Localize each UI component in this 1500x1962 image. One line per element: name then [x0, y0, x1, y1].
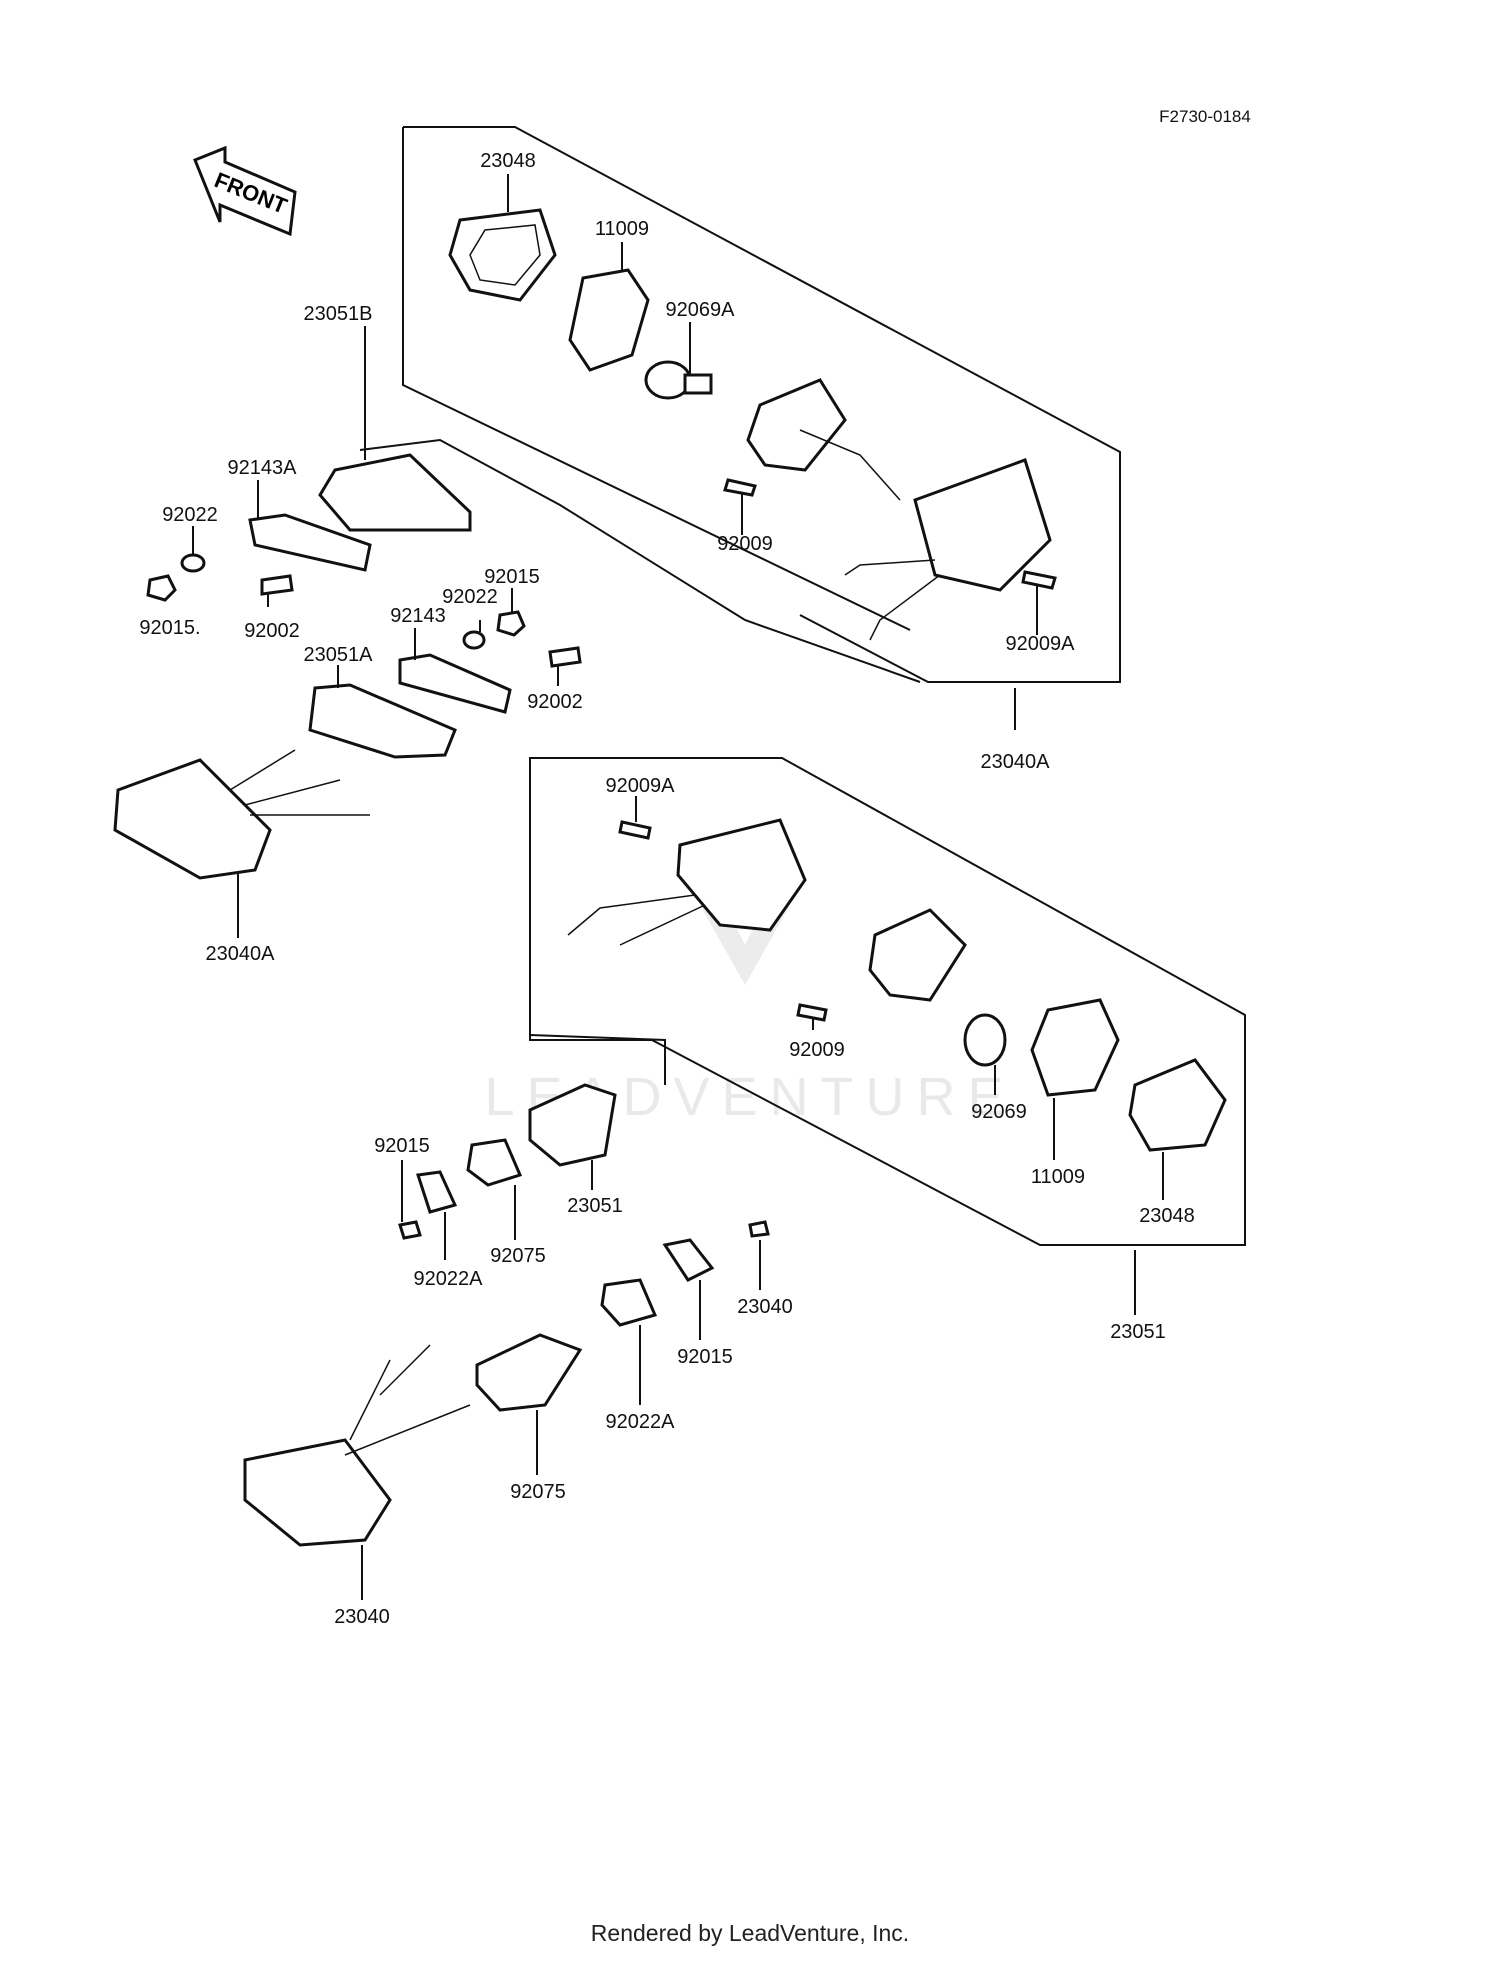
nut-92015-lower-right: [748, 1220, 770, 1238]
label-23048-upper: 23048: [480, 150, 536, 172]
bulb-92069-lower: [963, 1013, 1007, 1067]
assembly-box-23040A: [403, 126, 1121, 683]
socket-upper: [746, 378, 901, 501]
housing-23040A-left: [113, 749, 370, 880]
label-92015-mid: 92015: [484, 566, 540, 588]
screw-92009-lower: [796, 1003, 828, 1022]
label-23040A-upper: 23040A: [981, 751, 1051, 773]
label-92009-upper: 92009: [717, 533, 773, 555]
label-92075-left: 92075: [490, 1245, 546, 1267]
label-92069: 92069: [971, 1101, 1027, 1123]
label-92002-mid: 92002: [527, 691, 583, 713]
label-92075-right: 92022A: [606, 1411, 676, 1433]
plate-92022A-right: [662, 1238, 715, 1282]
plate-92143: [398, 653, 512, 714]
grommet-92075-right: [600, 1278, 658, 1327]
bracket-23051B: [318, 453, 472, 532]
bolt-92002-mid: [548, 646, 582, 668]
label-23051-lower: 92075: [510, 1481, 566, 1503]
label-92143A: 92143A: [228, 457, 298, 479]
housing-23040A-upper: [844, 458, 1052, 641]
lens-23048-lower: [1128, 1058, 1227, 1152]
gasket-11009-lower: [1030, 998, 1120, 1097]
nut-92015-mid: [496, 610, 526, 637]
bracket-23051-upper: [528, 1083, 617, 1167]
nut-92015-lower-left: [398, 1220, 422, 1240]
label-92002-left: 92002: [244, 620, 300, 642]
label-23048-lower: 23048: [1139, 1205, 1195, 1227]
housing-23040-lower-left: [243, 1344, 471, 1547]
label-92069A: 92069A: [666, 299, 736, 321]
label-92015-lower-right: 23040: [737, 1296, 793, 1318]
label-92015-left: 92015.: [139, 617, 200, 639]
screw-92009A-lower: [618, 820, 652, 840]
label-23051A: 23051A: [304, 644, 374, 666]
assembly-box-23040: [529, 757, 1246, 1246]
label-92022A-right: 92015: [677, 1346, 733, 1368]
label-23051B: 23051B: [304, 303, 373, 325]
label-23040A-left: 23040A: [206, 943, 276, 965]
label-23040-right: 23051: [1110, 1321, 1166, 1343]
footer-credit: Rendered by LeadVenture, Inc.: [590, 1920, 910, 1946]
label-92009A-lower: 92009A: [606, 775, 676, 797]
label-11009-lower: 11009: [1031, 1166, 1085, 1188]
label-92015-lower-left: 92015: [374, 1135, 430, 1157]
label-92009A-upper: 92009A: [1006, 633, 1076, 655]
callouts: 23048 11009 92069A 23051B 92143A 92022 9…: [139, 150, 1194, 1628]
label-23051-upper: 23051: [567, 1195, 623, 1217]
label-23040-left: 23040: [334, 1606, 390, 1628]
gasket-11009-upper: [568, 268, 650, 372]
bolt-92002-left: [260, 574, 294, 596]
label-92022-mid: 92022: [442, 586, 498, 608]
label-11009-upper: 11009: [595, 218, 649, 240]
washer-92022: [180, 553, 206, 573]
plate-92022A-left: [416, 1170, 458, 1214]
socket-lower: [868, 908, 967, 1002]
grommet-92075-left: [466, 1138, 523, 1187]
bracket-23051A: [308, 683, 457, 759]
diagram-code: F2730-0184: [1159, 107, 1251, 126]
nut-92015-left: [146, 574, 177, 602]
plate-92143A: [248, 513, 372, 572]
washer-92022-mid: [462, 630, 486, 650]
housing-23040-lower: [567, 818, 807, 946]
front-arrow-icon: FRONT: [193, 145, 297, 237]
label-92009-lower: 92009: [789, 1039, 845, 1061]
leader-lines: [192, 174, 1164, 1600]
bracket-23051-lower: [475, 1333, 583, 1412]
label-92022A-left: 92022A: [414, 1268, 484, 1290]
label-92143: 92143: [390, 605, 446, 627]
bulb-92069A-upper: [644, 360, 713, 400]
label-92022-left: 92022: [162, 504, 218, 526]
lens-23048-upper: [448, 208, 557, 302]
screw-92009A-upper: [1021, 570, 1057, 590]
screw-92009-upper: [723, 478, 757, 497]
